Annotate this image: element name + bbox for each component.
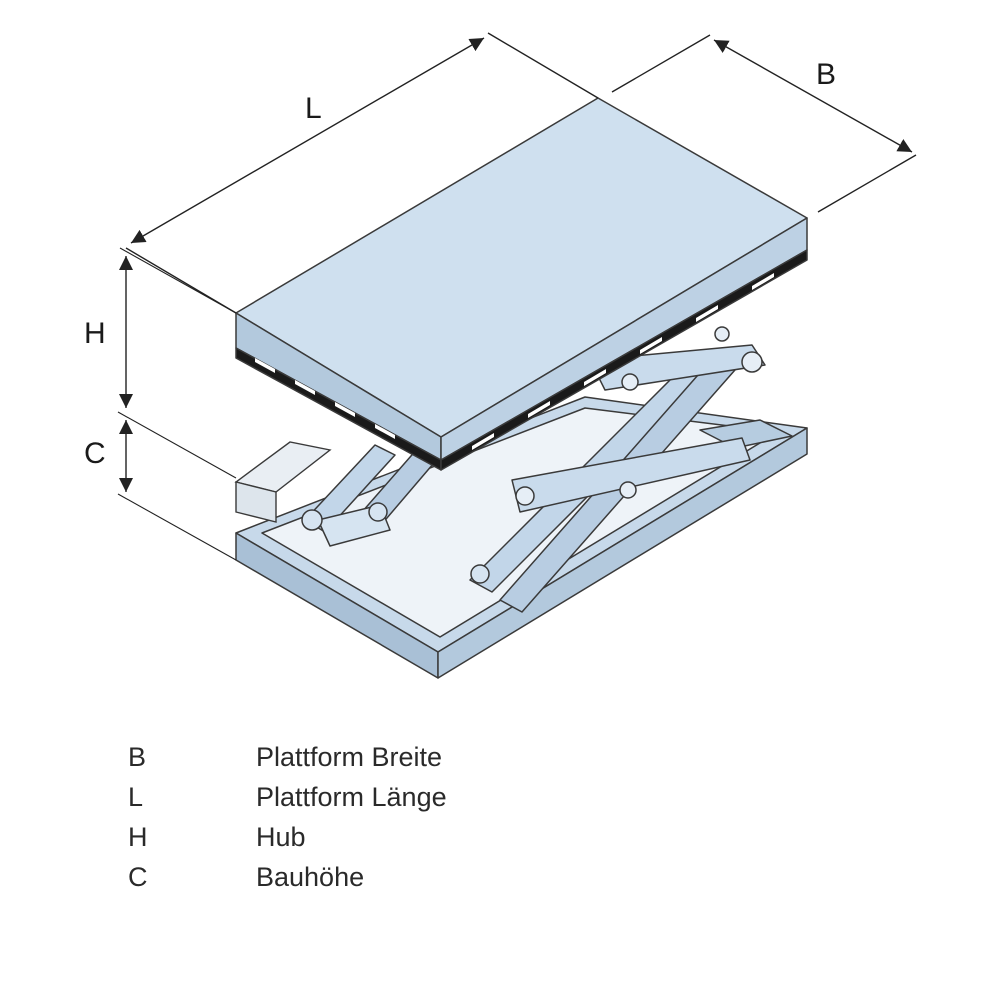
scissor-lift-diagram: L B H C: [84, 32, 917, 679]
label-C: C: [84, 437, 106, 470]
label-H: H: [84, 317, 106, 350]
pivot-upper-right: [741, 351, 763, 373]
pivot-left: [301, 509, 323, 531]
legend-key: C: [128, 862, 148, 892]
pivot-mid: [368, 502, 388, 522]
legend-text: Bauhöhe: [256, 862, 365, 892]
legend-row-B: B Plattform Breite: [0, 742, 600, 780]
scissor-arms: [301, 326, 766, 613]
legend-key: B: [128, 742, 147, 772]
dimension-H: [119, 247, 237, 408]
legend-row-C: C Bauhöhe: [0, 862, 600, 900]
legend-text: Plattform Länge: [256, 782, 447, 812]
legend: B Plattform Breite L Plattform Länge H H…: [0, 742, 1000, 922]
pivot-top: [714, 326, 730, 342]
pivot-roller: [470, 564, 490, 584]
dimension-C: [117, 411, 237, 561]
legend-row-H: H Hub: [0, 822, 600, 860]
base-frame-side: [437, 427, 808, 679]
pivot-lower-left: [515, 486, 535, 506]
label-B: B: [816, 58, 836, 91]
platform: [235, 97, 808, 471]
legend-key: L: [128, 782, 144, 812]
dimension-B: [611, 34, 917, 213]
legend-row-L: L Plattform Länge: [0, 782, 600, 820]
stripe-highlights: [255, 273, 774, 450]
drive-unit: [234, 441, 332, 523]
pivot-upper-left: [621, 373, 639, 391]
legend-text: Plattform Breite: [256, 742, 443, 772]
label-L: L: [305, 92, 322, 125]
legend-key: H: [128, 822, 148, 852]
pivot-lower-right: [619, 481, 637, 499]
legend-text: Hub: [256, 822, 306, 852]
